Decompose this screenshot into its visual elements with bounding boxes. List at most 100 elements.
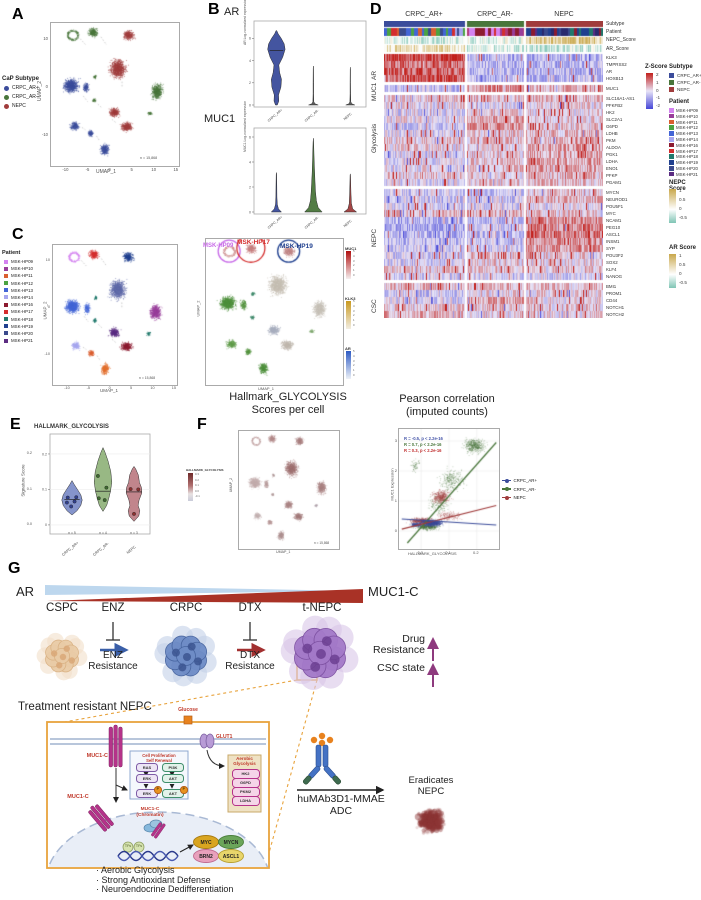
- transcription-arrow: [179, 844, 194, 853]
- colorbar-tick: 2: [353, 363, 355, 368]
- gene-label: SYP: [606, 245, 615, 251]
- colorbar-tick: 1: [353, 268, 355, 272]
- patient-legend-label: MSK-HP17: [676, 148, 698, 154]
- patient-legend-item: MSK-HP13: [4, 288, 33, 293]
- colorbar-title: KLK3: [345, 296, 356, 301]
- patient-legend-item: MSK-HP12: [4, 281, 33, 286]
- violin-x-cat: CRPC_AR+: [267, 215, 284, 230]
- score-tick: 1: [679, 188, 682, 193]
- stage-label-t-nepc: t-NEPC: [302, 602, 342, 614]
- patient-swatch: [669, 131, 674, 136]
- tf-oval-mycn: [218, 835, 244, 849]
- patient-legend-item: MSK-HP19: [4, 324, 33, 329]
- gene-label: AR: [606, 68, 613, 74]
- enz-resistance-1: ENZ: [103, 650, 123, 661]
- prolif-title-2: Self Renewal: [146, 758, 172, 763]
- legend-item: CRPC_AR-: [4, 94, 39, 100]
- heatmap-group-label: MUC1: [371, 82, 378, 101]
- pearson-legend-item: NEPC: [502, 495, 537, 500]
- dna-strand-1: [117, 850, 179, 862]
- patient-swatch: [669, 166, 674, 171]
- gene-label: PKM: [606, 137, 616, 143]
- pearson-scatter-plot: [398, 428, 500, 550]
- x-tick: -5: [86, 386, 91, 390]
- patient-legend-title: Patient: [2, 250, 21, 256]
- svg-text:2: 2: [249, 185, 251, 189]
- muc1c-membrane-label: MUC1-C: [86, 753, 108, 759]
- aerobic-title-1: Aerobic: [236, 756, 253, 761]
- gene-label: POU3F2: [606, 252, 624, 258]
- y-tick: 0: [47, 305, 50, 309]
- y-tick: -10: [41, 131, 48, 137]
- patient-legend-label: MSK-HP19: [676, 160, 698, 166]
- score-tick: 1: [679, 253, 682, 258]
- legend-swatch: [502, 478, 511, 483]
- heatmap-col-header: CRPC_AR+: [405, 11, 443, 18]
- muc1c-membrane-protein: [108, 724, 123, 768]
- glut1-label: GLUT1: [216, 734, 233, 740]
- violin-x-cat: CRPC_AR+: [61, 540, 80, 558]
- muc1c-nuclear-protein: [88, 804, 114, 832]
- patient-swatch: [669, 119, 674, 125]
- heatmap-col-header: CRPC_AR-: [477, 11, 513, 18]
- gene-label: MYCN: [606, 189, 619, 195]
- umap-expression-plot: [205, 238, 344, 386]
- umap-f-ylabel: UMAP_2: [229, 477, 234, 493]
- glucose-flux-arrow: [206, 749, 225, 769]
- colorbar: [346, 301, 351, 329]
- nepc-box-title: Treatment resistant NEPC: [18, 701, 152, 713]
- svg-text:4: 4: [249, 160, 251, 164]
- patient-swatch: [669, 160, 674, 165]
- gene-label: MUC1: [606, 85, 619, 91]
- patient-swatch: [669, 125, 674, 130]
- colorbar-title: MUC1: [345, 246, 357, 251]
- gene-label: PGK1: [606, 151, 618, 157]
- gene-label: PFKP: [606, 172, 618, 178]
- ras-pill: RAS: [136, 763, 158, 772]
- gene-label: NOTCH2: [606, 311, 625, 317]
- legend-item: NEPC: [4, 103, 39, 109]
- legend-label: CRPC_AR-: [12, 94, 38, 100]
- y-tick: 10: [45, 258, 50, 263]
- patient-legend-item: MSK-HP20: [4, 331, 33, 336]
- pearson-legend-item: CRPC_AR+: [502, 478, 537, 483]
- colorbar-tick: 4: [353, 303, 355, 308]
- pearson-legend: CRPC_AR+CRPC_AR-NEPC: [502, 478, 537, 504]
- antibody-icon: [302, 732, 342, 785]
- patient-legend-item: MSK-HP21: [4, 338, 33, 343]
- gene-label: KLF4: [606, 266, 617, 272]
- panel-c-label: C: [12, 226, 24, 243]
- violin-ylabel: MUC1 Log-normalized expression: [243, 100, 247, 152]
- patient-swatch: [4, 324, 8, 329]
- umap-patient-plot: [52, 244, 178, 386]
- marker-heatmap: [384, 21, 603, 318]
- gene-label: TMPRSS2: [606, 61, 627, 67]
- nepc-bullets: Aerobic GlycolysisStrong Antioxidant Def…: [96, 865, 233, 895]
- colorbar-tick: 5: [353, 299, 355, 304]
- violin-x-cat: CRPC_AR-: [92, 541, 110, 558]
- panel-b-label: B: [208, 1, 220, 18]
- y-tick: 0.2: [26, 451, 32, 456]
- patient-legend-label: MSK-HP18: [676, 154, 698, 160]
- patient-legend-label: MSK-HP14: [676, 137, 698, 142]
- subtype-swatch: [669, 73, 674, 78]
- muc1c-branch-arrow: [115, 784, 128, 791]
- patient-label: MSK-HP21: [11, 338, 33, 344]
- umap-f-title-2: Scores per cell: [251, 404, 325, 416]
- stage-label-crpc: CRPC: [169, 602, 203, 614]
- gene-label: MYC: [606, 210, 616, 216]
- zscore-colorbar: [646, 73, 653, 109]
- adc-label-1: huMAb3D1-MMAE: [297, 793, 385, 805]
- heatmap-group-label: AR: [371, 70, 378, 80]
- enz-resistance-2: Resistance: [88, 661, 138, 672]
- subtype-legend-label: NEPC: [677, 87, 690, 92]
- y-tick: 2: [394, 467, 397, 473]
- patient-legend-item: MSK-HP18: [4, 317, 33, 322]
- score-colorbar: [669, 254, 676, 288]
- p-akt-pill: AKT: [162, 789, 184, 798]
- legend-label: CRPC_AR+: [513, 478, 538, 483]
- patient-swatch: [669, 154, 674, 159]
- heatmap-group-label: Glycolysis: [371, 123, 378, 153]
- violin-e-ylabel: Signature Score: [20, 464, 26, 497]
- gene-label: LDHA: [606, 158, 618, 164]
